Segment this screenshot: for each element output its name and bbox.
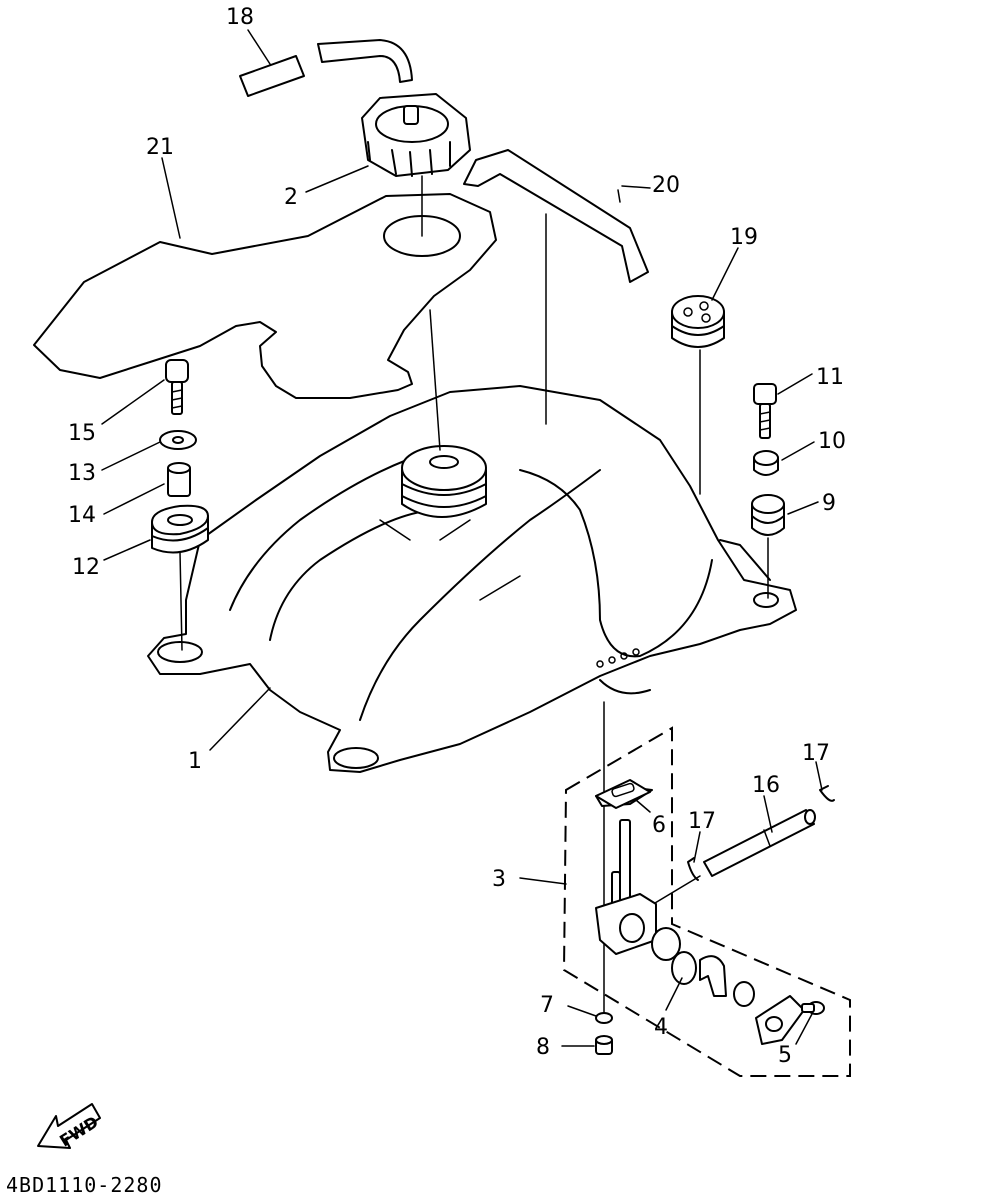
collar-14 bbox=[167, 462, 191, 497]
damper-12 bbox=[151, 504, 209, 554]
callout-7: 7 bbox=[540, 993, 554, 1018]
callout-4: 4 bbox=[654, 1015, 668, 1040]
tank-vent-holes bbox=[596, 648, 640, 668]
fuel-tank bbox=[147, 385, 797, 773]
grommet-19 bbox=[671, 295, 725, 348]
gasket-6 bbox=[595, 779, 651, 809]
callout-17a: 17 bbox=[688, 809, 716, 834]
collar-10 bbox=[753, 450, 779, 476]
callout-10: 10 bbox=[818, 429, 846, 454]
callout-16: 16 bbox=[752, 773, 780, 798]
callout-3: 3 bbox=[492, 867, 506, 892]
fuel-cap bbox=[361, 93, 471, 177]
leader-lines bbox=[101, 29, 823, 1047]
callout-20: 20 bbox=[652, 173, 680, 198]
callout-13: 13 bbox=[68, 461, 96, 486]
fuel-hose-16 bbox=[703, 809, 816, 877]
callout-12: 12 bbox=[72, 555, 100, 580]
callout-11: 11 bbox=[816, 365, 844, 390]
callout-17b: 17 bbox=[802, 741, 830, 766]
bolt-11 bbox=[753, 383, 777, 439]
callout-19: 19 bbox=[730, 225, 758, 250]
bolt-15 bbox=[165, 359, 189, 415]
callout-18: 18 bbox=[226, 5, 254, 30]
filler-neck bbox=[401, 445, 487, 518]
clip-17a bbox=[687, 857, 699, 881]
callout-6: 6 bbox=[652, 813, 666, 838]
callout-numbers: 1 2 3 4 5 6 7 8 9 10 11 12 13 14 15 16 1… bbox=[68, 5, 846, 1068]
tank-pad bbox=[463, 149, 649, 283]
callout-14: 14 bbox=[68, 503, 96, 528]
breather-hose bbox=[239, 39, 413, 97]
callout-1: 1 bbox=[188, 749, 202, 774]
callout-8: 8 bbox=[536, 1035, 550, 1060]
diagram-code: 4BD1110-2280 bbox=[6, 1173, 163, 1197]
callout-2: 2 bbox=[284, 185, 298, 210]
callout-15: 15 bbox=[68, 421, 96, 446]
screw-5 bbox=[801, 1001, 825, 1015]
callout-9: 9 bbox=[822, 491, 836, 516]
heat-protector bbox=[33, 193, 497, 399]
callout-21: 21 bbox=[146, 135, 174, 160]
washer-13 bbox=[159, 430, 197, 450]
drain-bolt-8 bbox=[595, 1035, 613, 1055]
o-ring-7 bbox=[595, 1012, 613, 1024]
assembly-guide-lines bbox=[179, 175, 769, 1021]
callout-5: 5 bbox=[778, 1043, 792, 1068]
damper-9 bbox=[751, 494, 785, 536]
fwd-arrow-icon: FWD bbox=[37, 1103, 102, 1151]
